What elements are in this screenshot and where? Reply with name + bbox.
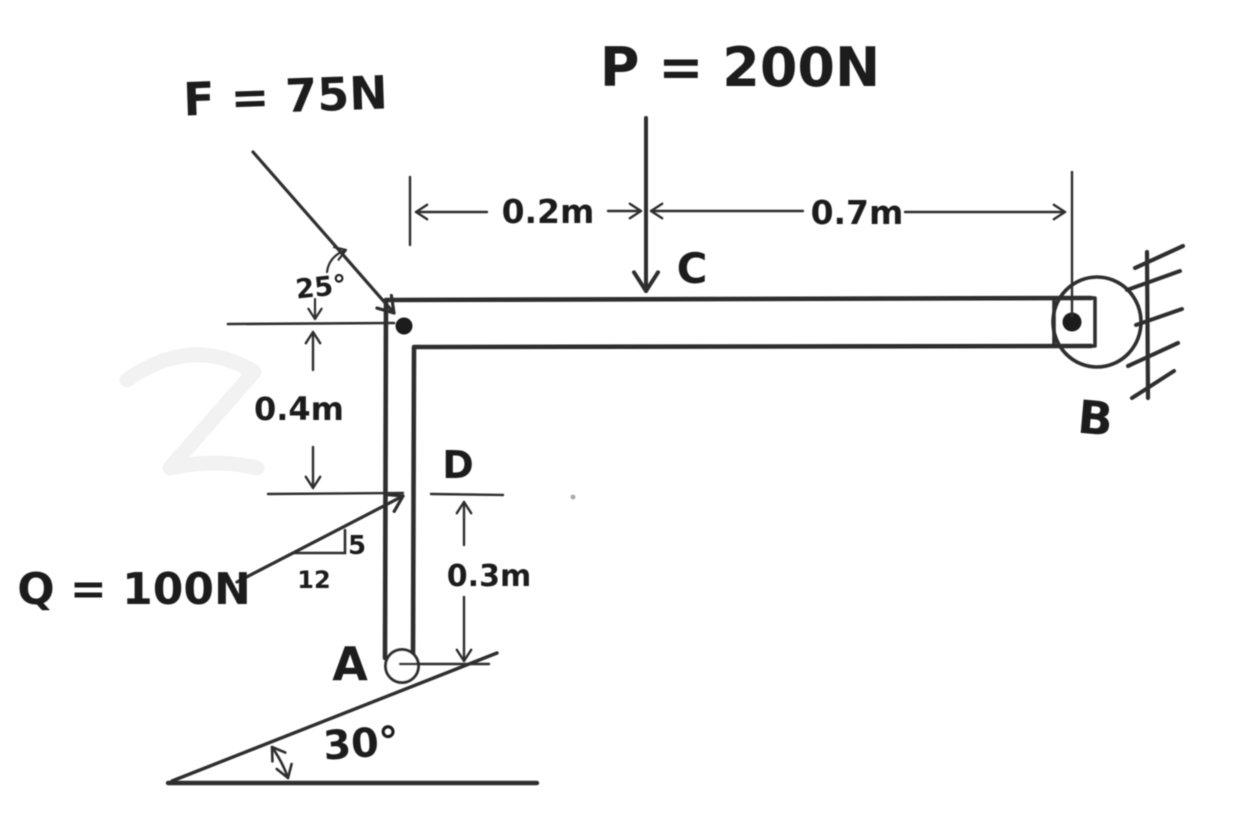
support-b [1051, 244, 1185, 401]
left-dimension [226, 321, 405, 496]
angle-f-label: 25° [294, 269, 348, 305]
force-q-label: Q = 100N [17, 564, 251, 615]
dim-07-label: 0.7m [811, 193, 904, 232]
beam-right-edge [410, 345, 417, 665]
force-p-label: P = 200N [600, 36, 880, 99]
support-a [165, 648, 540, 786]
point-a-label: A [332, 637, 368, 691]
dim-tick-corner-level [226, 321, 396, 326]
force-q [235, 492, 405, 584]
pin-b-dot [1062, 312, 1082, 332]
wall-hatch-4 [1126, 341, 1180, 368]
slope-rise-label: 5 [348, 531, 366, 561]
force-f-line [251, 150, 396, 315]
slope-run-label: 12 [297, 566, 330, 594]
force-f [251, 150, 413, 335]
roller-a [384, 648, 420, 684]
angle-incline-label: 30° [322, 718, 401, 769]
wall-hatch-3 [1134, 307, 1184, 327]
beam-member [382, 295, 1094, 665]
dim-tick-d-level-left [266, 491, 405, 496]
force-q-line [235, 492, 405, 584]
beam-top-edge [383, 295, 1094, 303]
lower-dimension [398, 492, 505, 666]
faint-watermark [119, 347, 265, 476]
wall-hatch-2 [1125, 269, 1182, 292]
wall-line [1144, 249, 1151, 401]
angle-f-curved-arrow [325, 246, 348, 274]
incline-line [170, 651, 499, 783]
dim-04-label: 0.4m [254, 390, 344, 428]
dim-02-label: 0.2m [502, 192, 595, 231]
incline-angle-arrow [270, 745, 293, 780]
corner-application-dot [395, 317, 413, 335]
wall-hatch-5 [1130, 369, 1176, 400]
stray-mark [570, 494, 576, 500]
point-b-label: B [1076, 390, 1116, 447]
wall-hatch-1 [1133, 244, 1185, 270]
beam-bottom-edge [411, 343, 1094, 350]
beam-left-edge [382, 297, 389, 661]
point-d-label: D [442, 443, 474, 487]
pin-bracket [1052, 296, 1097, 348]
top-dimension [408, 170, 1074, 318]
force-f-label: F = 75N [182, 65, 388, 126]
dim-03-label: 0.3m [447, 559, 531, 594]
point-c-label: C [677, 244, 708, 293]
dim-tick-d-level-right [429, 492, 505, 497]
